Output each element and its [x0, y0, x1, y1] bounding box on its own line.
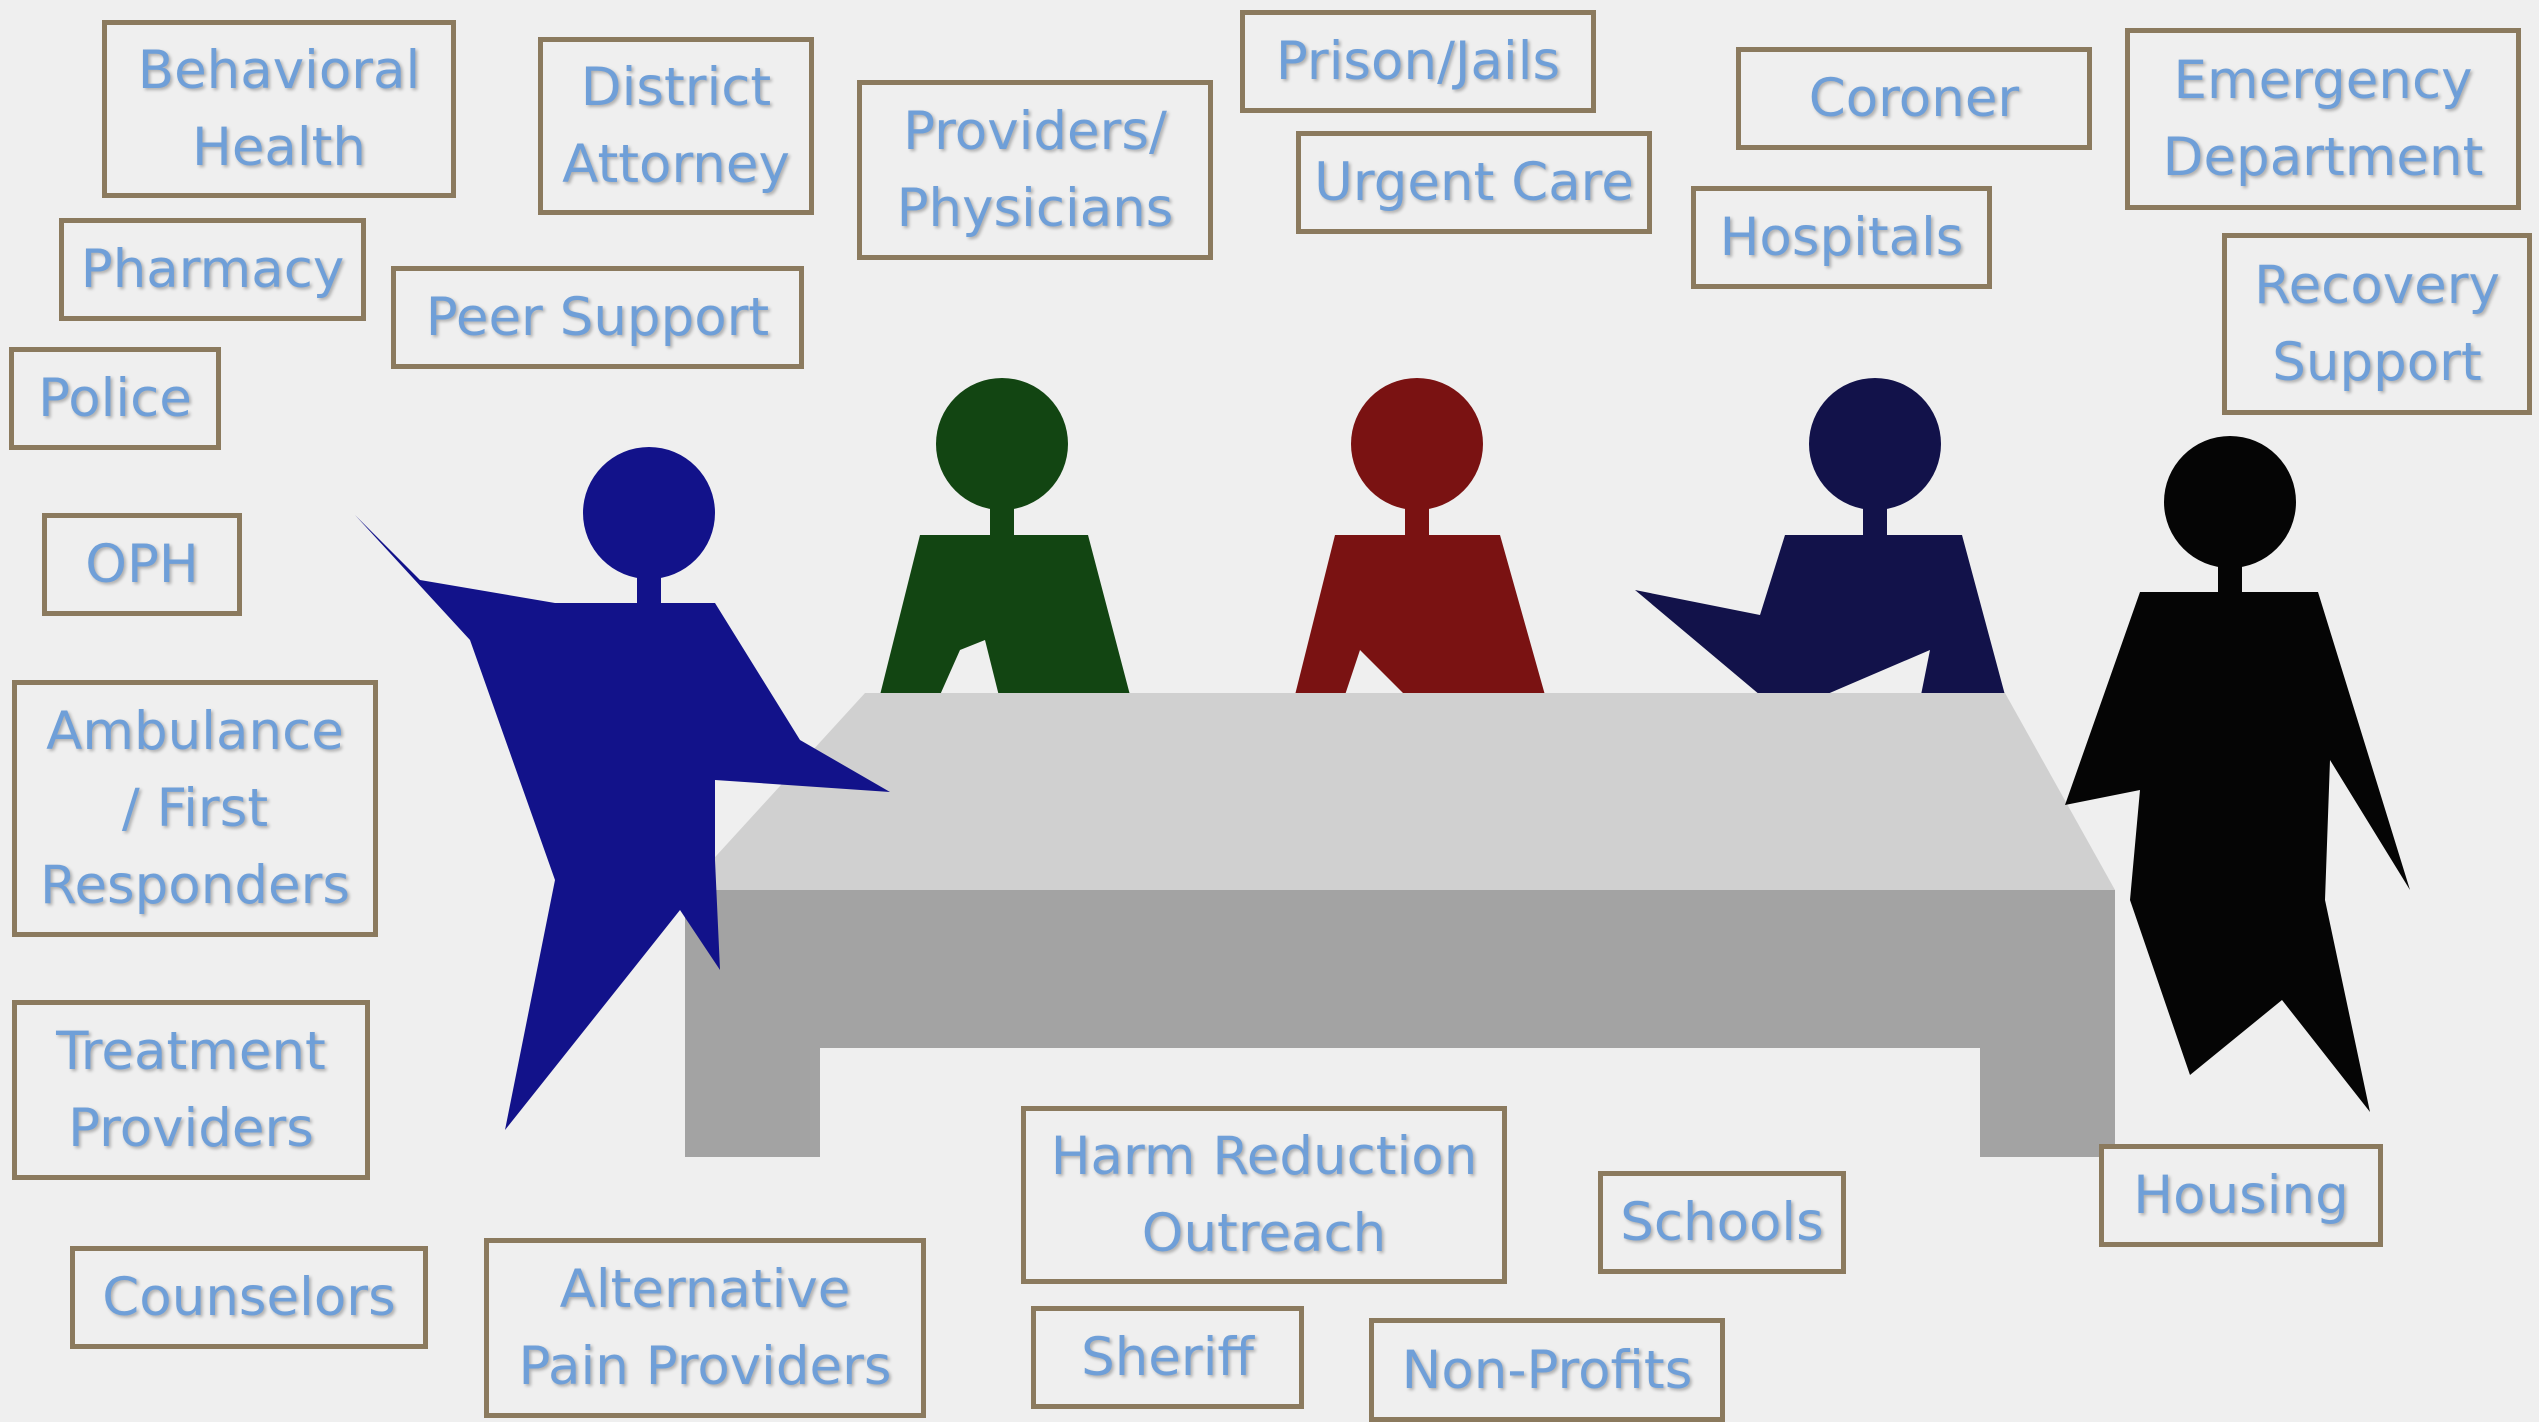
figure-left-blue [355, 447, 890, 1130]
figure-navy [1635, 378, 2005, 765]
label-behavioral-health: Behavioral Health [102, 20, 456, 198]
label-recovery-support: Recovery Support [2222, 233, 2532, 415]
label-hospitals: Hospitals [1691, 186, 1992, 289]
label-treatment-providers: Treatment Providers [12, 1000, 370, 1180]
label-non-profits: Non-Profits [1369, 1318, 1725, 1422]
table [685, 693, 2115, 1157]
figure-green [880, 378, 1130, 760]
label-ambulance-first-responders: Ambulance / First Responders [12, 680, 378, 937]
label-prison-jails: Prison/Jails [1240, 10, 1596, 113]
label-district-attorney: District Attorney [538, 37, 814, 215]
label-counselors: Counselors [70, 1246, 428, 1349]
label-urgent-care: Urgent Care [1296, 131, 1652, 234]
label-police: Police [9, 347, 221, 450]
figure-right-black [2065, 436, 2410, 1112]
label-sheriff: Sheriff [1031, 1306, 1304, 1409]
label-harm-reduction-outreach: Harm Reduction Outreach [1021, 1106, 1507, 1284]
label-peer-support: Peer Support [391, 266, 804, 369]
label-housing: Housing [2099, 1144, 2383, 1247]
figure-red [1295, 378, 1545, 765]
label-oph: OPH [42, 513, 242, 616]
label-alternative-pain-providers: Alternative Pain Providers [484, 1238, 926, 1418]
label-providers-physicians: Providers/ Physicians [857, 80, 1213, 260]
label-emergency-department: Emergency Department [2125, 28, 2521, 210]
label-coroner: Coroner [1736, 47, 2092, 150]
label-pharmacy: Pharmacy [59, 218, 366, 321]
label-schools: Schools [1598, 1171, 1846, 1274]
